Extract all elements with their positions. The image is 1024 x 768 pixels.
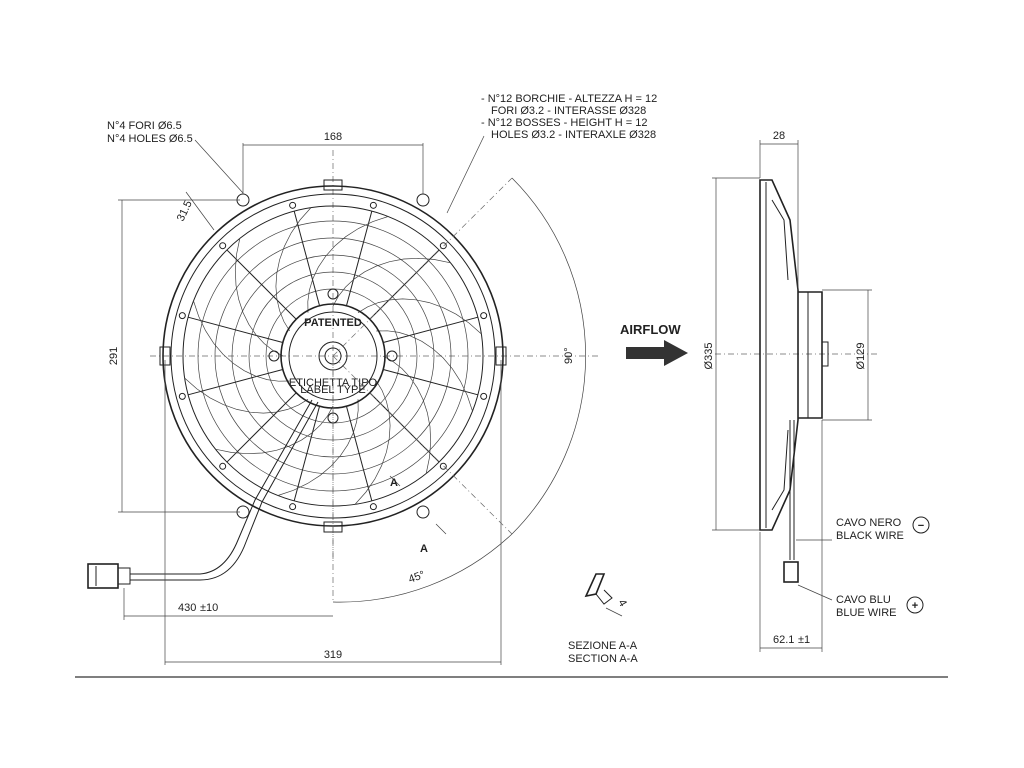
section-title-en: SECTION A-A (568, 653, 638, 665)
grille-spoke (293, 406, 321, 502)
angle-45: 45° (407, 569, 427, 586)
dim-62-1: 62.1 (773, 634, 794, 646)
minus-icon (912, 516, 930, 534)
grille-spoke (383, 316, 479, 344)
side-motor (798, 291, 823, 419)
airflow-arrow-icon (664, 340, 688, 366)
fan-blade (354, 380, 391, 505)
blue-wire-it: CAVO BLU (836, 594, 891, 606)
dim-section-4: 4 (615, 598, 628, 609)
dimension-top-width: 168 (242, 131, 424, 194)
dim-168: 168 (324, 131, 342, 143)
section-a-bottom: A (420, 543, 428, 555)
grille-spoke (293, 210, 321, 306)
mounting-boss (369, 201, 377, 209)
mounting-boss (178, 312, 186, 320)
fan-blade (184, 377, 309, 414)
fan-blade (193, 300, 290, 382)
fan-blade (307, 216, 389, 313)
fan-blades (184, 207, 482, 505)
fan-blade (357, 298, 482, 335)
side-frame (759, 179, 799, 531)
dim-430: 430 (178, 602, 196, 614)
fan-blade (215, 405, 334, 455)
fan-blade (376, 330, 473, 412)
connector-plug (87, 563, 119, 589)
dimension-height: 291 (108, 199, 240, 513)
note-bosses-it-1: - N°12 BORCHIE - ALTEZZA H = 12 (481, 93, 657, 105)
section-markers: A A (389, 475, 447, 555)
grille-spoke (187, 316, 283, 344)
blue-wire-en: BLUE WIRE (836, 607, 897, 619)
dim-31-5: 31.5 (175, 199, 195, 223)
mounting-boss (289, 201, 297, 209)
note-holes-en: N°4 HOLES Ø6.5 (107, 133, 193, 145)
mounting-boss (480, 312, 488, 320)
dim-129: Ø129 (855, 343, 867, 370)
dim-335: Ø335 (703, 343, 715, 370)
dimension-offset: 31.5 (175, 191, 215, 231)
fan-blade (332, 257, 451, 307)
note-bosses-en-1: - N°12 BOSSES - HEIGHT H = 12 (481, 117, 648, 129)
airflow-indicator: AIRFLOW (620, 322, 688, 366)
black-wire-en: BLACK WIRE (836, 530, 904, 542)
side-view: Ø335 28 Ø129 62.1 ±1 CAVO NERO BLACK WIR… (703, 130, 930, 652)
cable-harness (87, 399, 319, 589)
hub-label-2: LABEL TYPE (300, 384, 365, 396)
mounting-boss (439, 242, 447, 250)
dim-291: 291 (108, 347, 120, 365)
fan-blade (382, 355, 432, 474)
side-connector (783, 561, 799, 583)
note-holes-it: N°4 FORI Ø6.5 (107, 120, 182, 132)
mounting-boss (480, 392, 488, 400)
front-view: PATENTED ETICHETTA TIPO LABEL TYPE 168 3… (87, 131, 600, 665)
dim-430-tol: ±10 (200, 602, 218, 614)
mounting-boss (439, 462, 447, 470)
black-wire-it: CAVO NERO (836, 517, 902, 529)
fan-blade (234, 238, 284, 357)
grille-spoke (345, 406, 373, 502)
plus-icon (906, 596, 924, 614)
section-title-it: SEZIONE A-A (568, 640, 638, 652)
svg-text:−: − (918, 520, 924, 532)
grille-spoke (226, 249, 297, 320)
grille-spoke (345, 210, 373, 306)
note-bosses-en-2: HOLES Ø3.2 - INTERAXLE Ø328 (491, 129, 656, 141)
grille-spoke (187, 368, 283, 396)
mounting-boss (219, 242, 227, 250)
mounting-boss (369, 503, 377, 511)
fan-blade (275, 207, 312, 332)
dim-62-1-tol: ±1 (798, 634, 810, 646)
dim-319: 319 (324, 649, 342, 661)
mounting-boss (178, 392, 186, 400)
svg-text:+: + (912, 600, 918, 612)
dim-28: 28 (773, 130, 785, 142)
mounting-bosses (178, 201, 488, 511)
angle-arcs: 90° 45° (332, 177, 586, 603)
airflow-label: AIRFLOW (620, 322, 681, 337)
section-detail: 4 SEZIONE A-A SECTION A-A (568, 573, 638, 665)
fan-blade (277, 399, 359, 496)
dimension-bottom-width: 319 (164, 360, 502, 665)
grille-spoke (226, 392, 297, 463)
mounting-boss (219, 462, 227, 470)
grille-spoke (383, 368, 479, 396)
dimension-cable: 430 ±10 (123, 588, 333, 620)
angle-90: 90° (563, 347, 575, 364)
mounting-boss (289, 503, 297, 511)
note-bosses-it-2: FORI Ø3.2 - INTERASSE Ø328 (491, 105, 646, 117)
hub-patent-text: PATENTED (304, 317, 362, 329)
section-a-top: A (390, 477, 398, 489)
